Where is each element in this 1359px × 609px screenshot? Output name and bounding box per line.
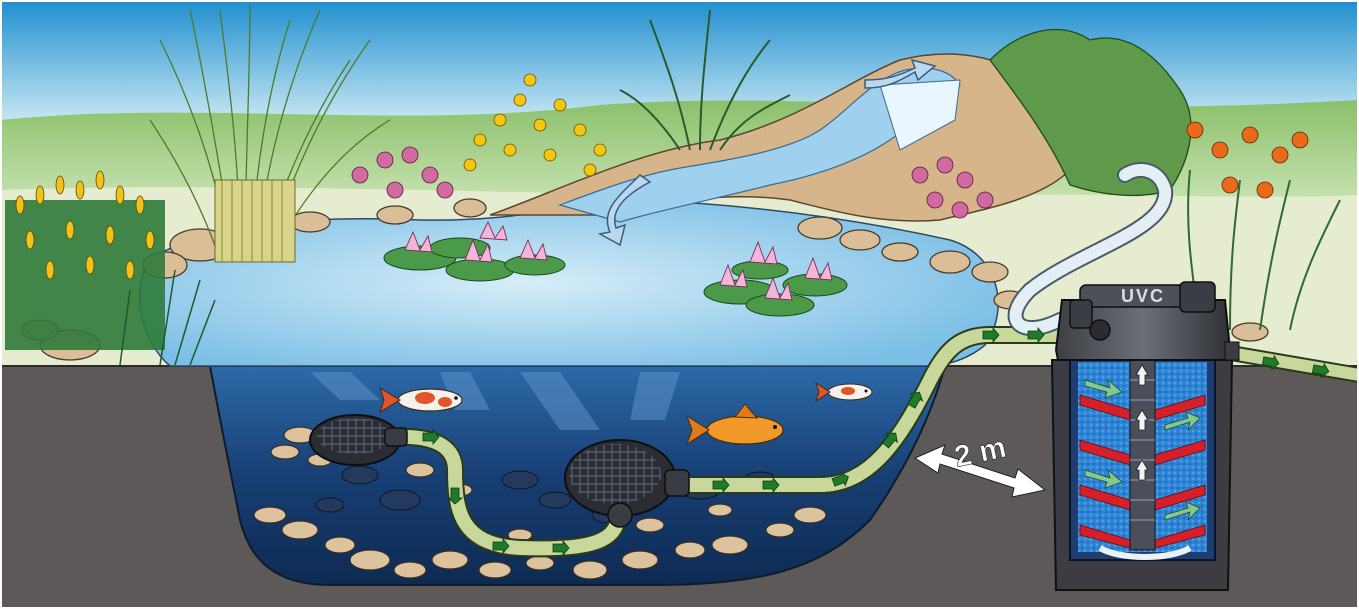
grass-clump-base <box>215 180 295 262</box>
uvc-label: UVC <box>1121 286 1165 306</box>
uvc-filter-icon <box>1056 282 1239 560</box>
